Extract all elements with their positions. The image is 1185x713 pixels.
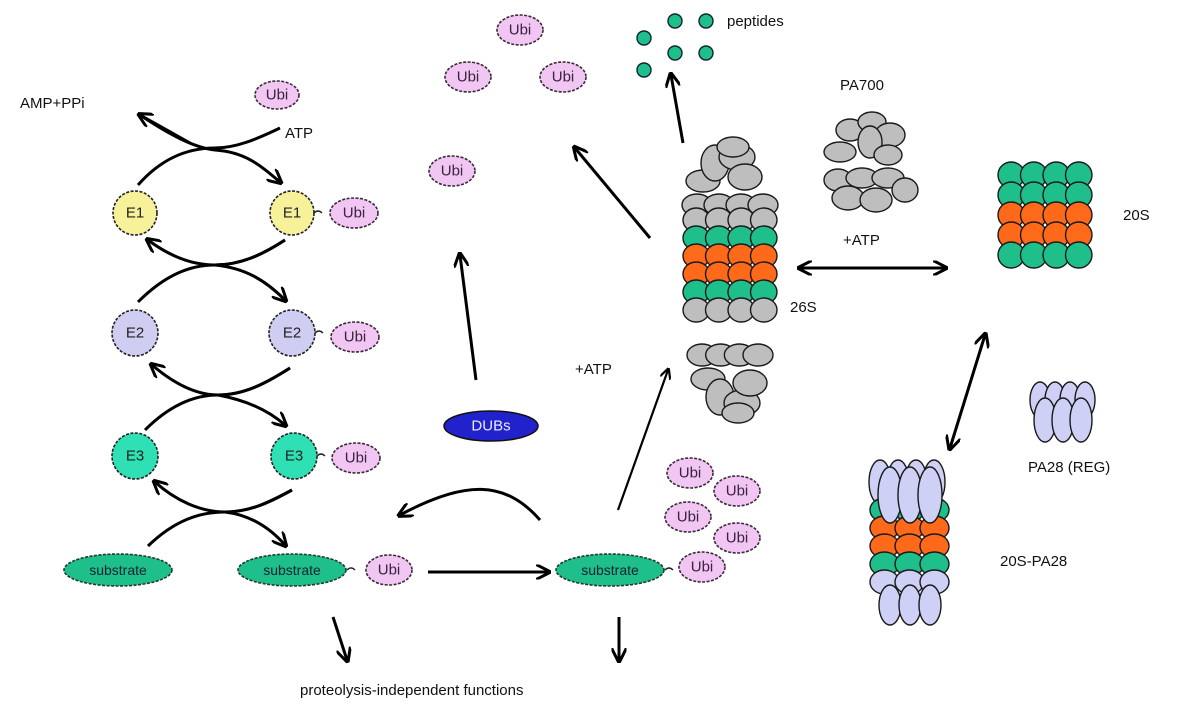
e2-ubi-node: E2 Ubi xyxy=(268,309,380,357)
proteasome-20s xyxy=(997,161,1093,269)
proteasome-26s xyxy=(681,136,779,424)
arrow-to-e3-free xyxy=(155,482,293,514)
pa700-subunit xyxy=(873,144,903,166)
pa700-subunit xyxy=(742,343,774,367)
arrow-e1-activation xyxy=(136,126,281,186)
arrow-26s-to-peptides xyxy=(671,75,685,144)
arrow-to-e2-ubi xyxy=(214,263,285,300)
svg-text:E3: E3 xyxy=(285,448,303,465)
e1-ubi-node: E1 Ubi xyxy=(269,190,379,236)
svg-text:Ubi: Ubi xyxy=(679,465,702,482)
pa28-reg-label: PA28 (REG) xyxy=(1028,459,1110,476)
e1-free-node: E1 xyxy=(112,190,158,236)
svg-text:E3: E3 xyxy=(126,448,144,465)
free-ubi-cluster: Ubi Ubi Ubi Ubi xyxy=(428,14,587,187)
proteolysis-independent-label: proteolysis-independent functions xyxy=(300,682,523,699)
svg-text:Ubi: Ubi xyxy=(345,450,368,467)
pa700-subunit xyxy=(727,163,763,191)
label-20s: 20S xyxy=(1123,207,1150,224)
label-26s: 26S xyxy=(790,299,817,316)
pa28-subunit xyxy=(1069,397,1093,443)
e2-free-node: E2 xyxy=(111,309,159,357)
peptides-cluster xyxy=(636,13,714,78)
substrate-poly-ubi: substrate Ubi Ubi Ubi Ubi Ubi xyxy=(555,457,761,587)
arrow-mono-to-functions xyxy=(331,616,347,660)
arrow-dubs-release-ubi xyxy=(460,255,478,381)
dubs-node: DUBs xyxy=(443,410,539,442)
pa700-subunit xyxy=(823,141,857,163)
pa700-label: PA700 xyxy=(840,77,884,94)
pa700-subunit xyxy=(721,402,755,424)
atp-label: ATP xyxy=(285,125,313,142)
pa700-regulatory-particle xyxy=(823,111,919,213)
amp-ppi-label: AMP+PPi xyxy=(20,95,85,112)
svg-text:Ubi: Ubi xyxy=(344,329,367,346)
arrow-to-26s xyxy=(616,370,668,511)
arrow-to-substrate-ubi xyxy=(224,510,285,545)
e3-free-node: E3 xyxy=(111,432,159,480)
arrow-to-e3-ubi xyxy=(217,393,285,425)
substrate-free: substrate xyxy=(63,553,173,587)
arrow-to-e2-free xyxy=(152,365,291,397)
arrow-to-amp-ppi xyxy=(140,115,191,145)
svg-text:Ubi: Ubi xyxy=(726,530,749,547)
svg-text:Ubi: Ubi xyxy=(691,559,714,576)
proteasome-20s-pa28 xyxy=(868,459,950,626)
peptides-label: peptides xyxy=(727,13,784,30)
pa700-subunit xyxy=(732,369,768,397)
e3-ubi-node: E3 Ubi xyxy=(270,432,381,480)
svg-text:Ubi: Ubi xyxy=(552,69,575,86)
svg-text:substrate: substrate xyxy=(89,562,147,578)
alpha-subunit xyxy=(1064,241,1093,269)
plus-atp-right-label: +ATP xyxy=(843,232,880,249)
svg-text:substrate: substrate xyxy=(581,562,639,578)
svg-text:E1: E1 xyxy=(126,205,144,222)
arrow-26s-release-ubi xyxy=(575,148,652,239)
pa700-subunit xyxy=(749,297,778,323)
pa700-subunit xyxy=(716,136,750,158)
svg-text:Ubi: Ubi xyxy=(441,163,464,180)
svg-text:Ubi: Ubi xyxy=(266,87,289,104)
label-20s-pa28: 20S-PA28 xyxy=(1000,553,1067,570)
svg-text:E2: E2 xyxy=(283,325,301,342)
plus-atp-mid-label: +ATP xyxy=(575,361,612,378)
svg-text:Ubi: Ubi xyxy=(378,562,401,579)
substrate-mono-ubi: substrate Ubi xyxy=(237,553,413,587)
svg-text:Ubi: Ubi xyxy=(509,22,532,39)
svg-text:substrate: substrate xyxy=(263,562,321,578)
pa28-subunit xyxy=(898,584,922,626)
pa28-subunit xyxy=(878,584,902,626)
arrow-to-e1-free xyxy=(148,240,286,267)
svg-text:Ubi: Ubi xyxy=(726,483,749,500)
svg-text:E2: E2 xyxy=(126,325,144,342)
pa28-subunit xyxy=(917,466,943,524)
svg-text:Ubi: Ubi xyxy=(677,509,700,526)
arrow-20s-pa28-exchange xyxy=(950,335,985,448)
svg-text:Ubi: Ubi xyxy=(457,69,480,86)
pa28-reg-activator xyxy=(1029,381,1096,443)
svg-text:Ubi: Ubi xyxy=(343,205,366,222)
free-ubi-top-left: Ubi xyxy=(254,80,300,110)
pa700-subunit xyxy=(891,177,919,203)
pa700-subunit xyxy=(859,187,893,213)
pa28-subunit xyxy=(918,584,942,626)
arrow-substrate-ligation xyxy=(146,488,293,548)
arrow-deubiquitination xyxy=(400,487,542,521)
svg-text:E1: E1 xyxy=(283,205,301,222)
pa700-subunit xyxy=(831,185,865,211)
svg-text:DUBs: DUBs xyxy=(471,418,510,435)
